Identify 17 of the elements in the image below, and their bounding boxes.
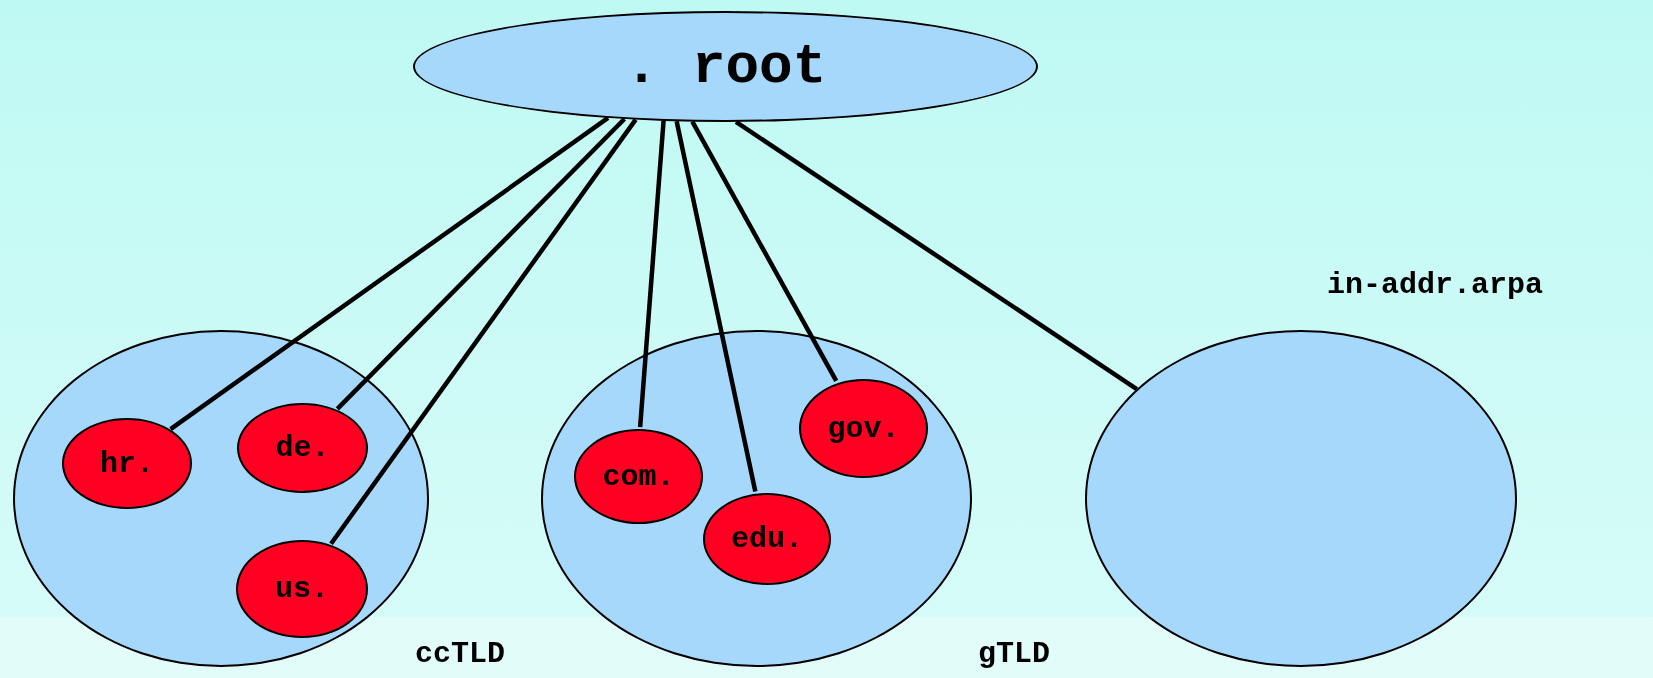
connector-line: [335, 117, 626, 411]
zone-label: gTLD: [978, 639, 1050, 669]
connector-line: [734, 120, 1138, 391]
node-label: edu.: [731, 524, 803, 554]
node-label: de.: [275, 433, 330, 463]
zone-label: ccTLD: [415, 639, 505, 669]
node-label: us.: [275, 574, 329, 604]
connector-line: [674, 120, 758, 492]
node-label: hr.: [100, 448, 154, 479]
node-label: gov.: [827, 413, 900, 444]
connector-line: [329, 118, 638, 546]
node-label: com.: [602, 461, 675, 492]
connector-line: [637, 120, 666, 428]
connector-line: [169, 116, 610, 431]
zone-label: in-addr.arpa: [1327, 270, 1544, 300]
connector-line: [690, 120, 839, 383]
node-label: . root: [624, 38, 827, 95]
